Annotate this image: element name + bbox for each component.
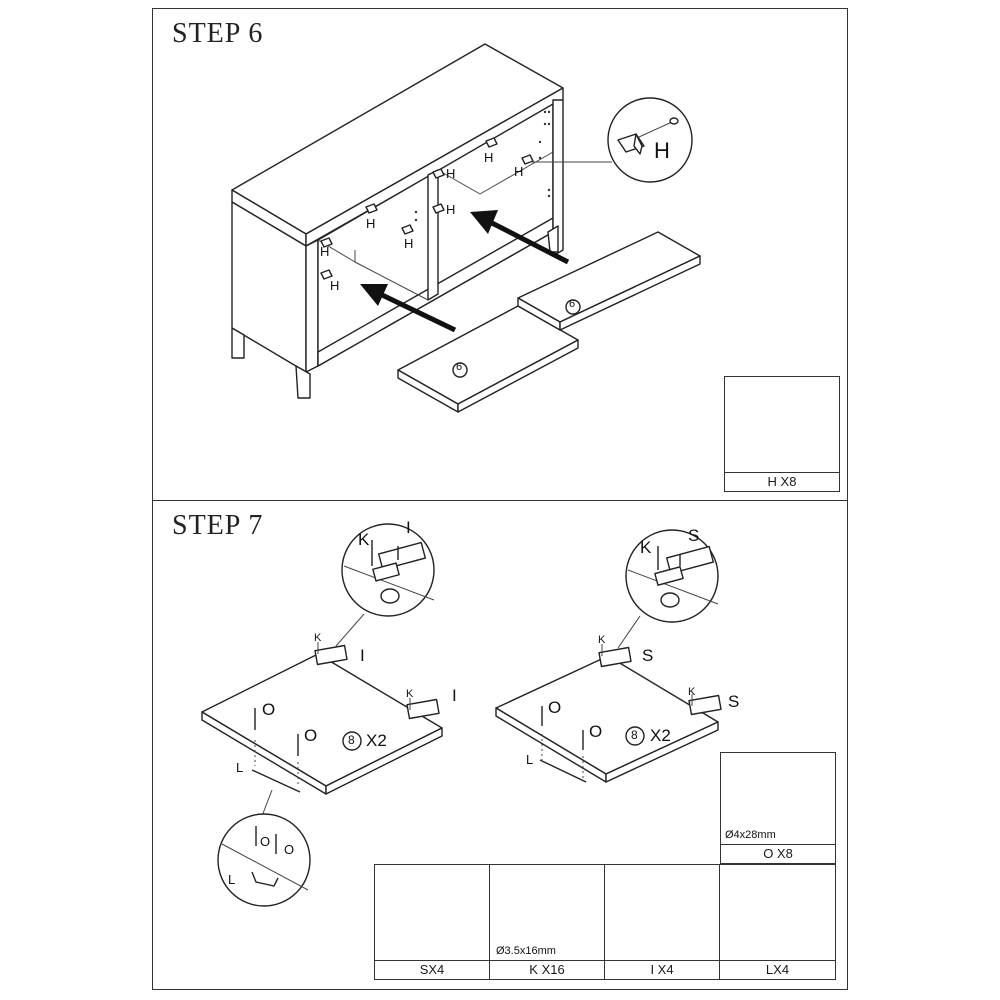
label-o-1-right: O [548,698,562,717]
label-o-2-left: O [304,726,318,745]
door-badge-right: 8 [631,728,638,742]
step6-parts-box: H X8 [724,376,840,492]
pin-label-h-4: H [404,236,414,251]
step6-title: STEP 6 [172,18,264,49]
magnifier-label-o-2: O [284,842,295,857]
label-l-left: L [236,760,244,775]
magnifier-label-l: L [228,872,236,887]
handle-l-caption: LX4 [720,960,835,979]
label-i-top-left: I [360,646,365,665]
magnifier-label-k-i: K [358,530,370,549]
magnifier-label-i: I [406,518,411,537]
pin-label-h-3: H [366,216,376,231]
step7-frame [152,500,848,990]
shelf-number-6-back: 6 [569,298,576,310]
screw-k-dimension: Ø3.5x16mm [496,945,556,957]
door-multiplier-right: X2 [650,726,671,745]
hinge-s-parts-box: SX4 [374,864,490,980]
screw-k-parts-box: Ø3.5x16mm K X16 [489,864,605,980]
pin-label-h-8: H [514,164,524,179]
sideboard-cabinet-drawing [231,43,793,437]
magnifier-label-k-s: K [640,538,652,557]
label-o-2-right: O [589,722,603,741]
pin-label-h-2: H [330,278,340,293]
hinge-i-caption: I X4 [605,960,719,979]
handle-l-parts-box: LX4 [719,864,836,980]
step7-title: STEP 7 [172,510,264,541]
magnifier-label-s: S [688,526,700,545]
label-k-right-right: K [688,686,696,698]
door-multiplier-left: X2 [366,731,387,750]
pin-label-h-7: H [484,150,494,165]
label-k-right-left: K [406,688,414,700]
pin-label-h-5: H [446,166,456,181]
bolt-parts-caption: O X8 [721,844,835,863]
bolt-dimension: Ø4x28mm [725,829,776,841]
label-l-right: L [526,752,534,767]
door-badge-left: 8 [348,733,355,747]
hinge-s-caption: SX4 [375,960,489,979]
label-i-right-left: I [452,686,457,705]
magnifier-label-o-1: O [260,834,271,849]
screw-k-caption: K X16 [490,960,604,979]
shelf-pin-markers [320,137,534,280]
label-k-top-left: K [314,632,322,644]
label-k-top-right: K [598,634,606,646]
label-s-top-right: S [642,646,654,665]
pin-label-h-1: H [320,244,330,259]
step6-parts-caption: H X8 [725,472,839,491]
pin-label-h-6: H [446,202,456,217]
hinge-i-parts-box: I X4 [604,864,720,980]
label-o-1-left: O [262,700,276,719]
magnifier-h-label: H [654,138,670,163]
bolt-parts-box: Ø4x28mm O X8 [720,752,836,864]
label-s-right-right: S [728,692,740,711]
shelf-number-6-front: 6 [456,361,463,373]
door-hinges [314,644,722,720]
